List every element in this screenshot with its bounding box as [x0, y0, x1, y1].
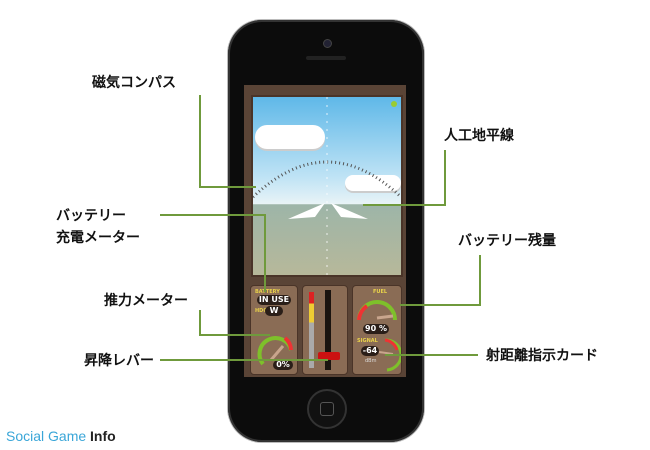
label-battery-charge-2: 充電メーター: [56, 230, 140, 246]
signal-unit: dBm: [365, 358, 377, 364]
hdg-value: W: [265, 306, 283, 316]
app-screen: BATTERY IN USE HDG W 0% FUEL 90 % SIGNAL…: [244, 85, 406, 377]
logo-text: Social Game: [6, 428, 91, 444]
signal-label: SIGNAL: [357, 338, 378, 344]
right-wing-marker: [331, 203, 368, 219]
status-icon: [391, 101, 397, 107]
elevator-track: [325, 290, 331, 370]
fuel-value: 90 %: [363, 324, 389, 334]
cloud: [345, 175, 401, 191]
fuel-label: FUEL: [373, 289, 388, 295]
battery-label: BATTERY: [255, 289, 280, 295]
thrust-gauge: [257, 336, 293, 366]
left-wing-marker: [288, 203, 325, 219]
logo-text-bold: Info: [90, 428, 116, 444]
signal-value: -64: [361, 346, 379, 356]
label-thrust: 推力メーター: [104, 293, 188, 309]
fuel-signal-panel: FUEL 90 % SIGNAL -64 dBm: [352, 285, 402, 375]
camera-icon: [323, 39, 332, 48]
label-compass: 磁気コンパス: [92, 75, 176, 91]
label-horizon: 人工地平線: [444, 128, 514, 144]
level-meter: [309, 292, 314, 368]
speaker-grille: [306, 56, 346, 60]
home-button[interactable]: [307, 389, 347, 429]
elevator-lever[interactable]: [318, 352, 340, 360]
label-signal-card: 射距離指示カード: [486, 348, 598, 364]
label-battery-level: バッテリー残量: [458, 233, 556, 249]
artificial-horizon-view: [251, 95, 403, 277]
label-elevator: 昇降レバー: [84, 353, 154, 369]
thrust-value: 0%: [273, 360, 293, 370]
site-logo: Social Game Info: [6, 428, 116, 444]
battery-status: IN USE: [257, 295, 291, 305]
cloud: [255, 125, 325, 149]
fuel-gauge: [357, 300, 397, 321]
label-battery-charge-1: バッテリー: [56, 208, 126, 224]
hdg-label: HDG: [255, 308, 268, 314]
compass-arc: [253, 97, 401, 275]
